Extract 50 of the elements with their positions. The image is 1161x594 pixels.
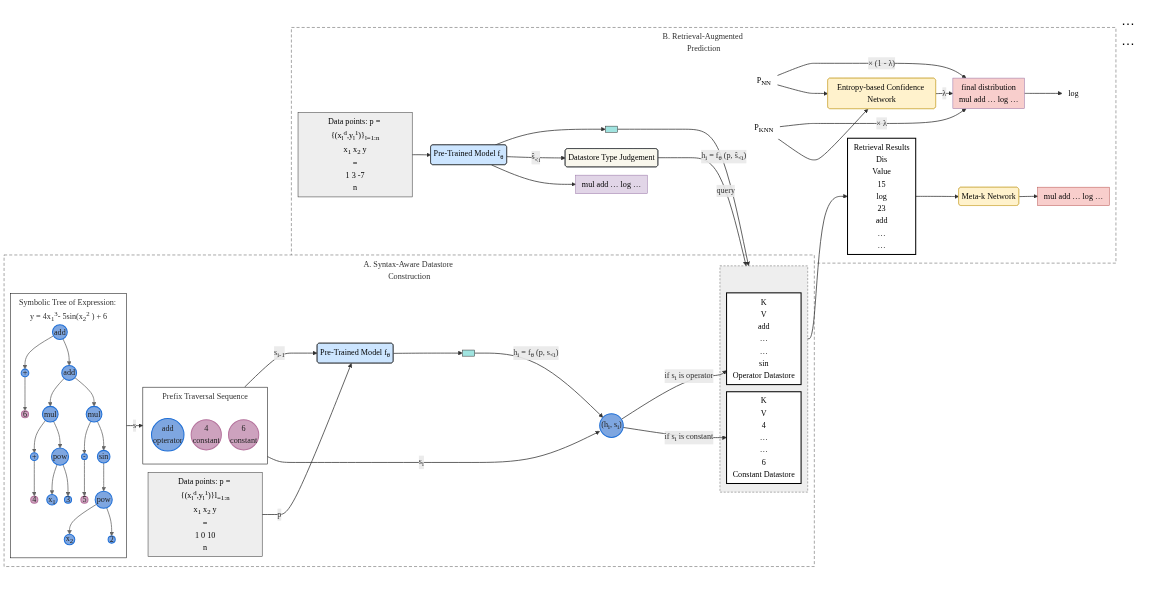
edge-label: h$_{i}$ = f$_{θ}$ (p, s$_{<i}$) xyxy=(513,347,559,359)
node-circle: sin xyxy=(96,449,111,464)
node-circle: 5 xyxy=(80,495,89,504)
node-text: P$_{KNN}$ xyxy=(754,123,774,134)
edge-label: × λ xyxy=(876,118,887,128)
edge-label: h$_{i}$ = f$_{θ}$ (p, ŝ$_{<i}$) xyxy=(701,151,747,163)
node-box xyxy=(605,125,618,133)
node-circle: 3 xyxy=(63,495,73,504)
node-circle: + xyxy=(20,368,30,378)
edge-label: λ xyxy=(942,88,947,98)
node-box: Data points: p = {(x$_{l}$$^{d}$,y$_{l}$$^{1}$)}l$_{=1:n}$ x$_{1}$ x$_{2}$ y = 1 0 10 n xyxy=(147,472,263,557)
node-circle: add xyxy=(51,324,68,341)
node-circle: 6 xyxy=(20,410,30,419)
edge-label: query xyxy=(716,186,736,195)
edge-label: s$_{i}$ xyxy=(418,457,424,468)
node-box: K V 4 … … 6 Constant Datastore xyxy=(726,391,802,484)
edge-label: if s$_{i}$ is operator xyxy=(664,370,714,382)
ellipsis-text: … xyxy=(1121,32,1136,48)
node-circle: x$_{2}$ xyxy=(63,533,76,546)
ellipsis-text: … xyxy=(1121,12,1136,28)
node-circle: 4 constant xyxy=(190,419,222,451)
edge-label: s xyxy=(133,421,137,430)
node-text: P$_{NN}$ xyxy=(756,75,771,87)
node-circle: (h$_{i}$, s$_{i}$) xyxy=(599,413,624,438)
node-circle: 4 xyxy=(30,495,39,504)
node-box: K V add … … sin Operator Datastore xyxy=(726,292,802,386)
node-box: Retrieval Results Dis Value 15 log 23 add … … xyxy=(847,137,917,255)
edge-label: s$_{i-1}$ xyxy=(274,347,285,359)
node-circle: 6 constant xyxy=(228,419,260,451)
node-circle: pow xyxy=(50,447,70,466)
node-box xyxy=(462,349,475,357)
node-circle: mul xyxy=(41,405,59,423)
edge-label: ŝ$_{<i}$ xyxy=(531,152,541,164)
node-circle: + xyxy=(29,452,39,461)
node-circle: x$_{1}$ xyxy=(46,494,58,506)
node-circle: add xyxy=(61,365,78,381)
node-circle: 2 xyxy=(107,535,116,544)
edge-label: × (1 - λ) xyxy=(868,58,896,68)
edge-label: if s$_{i}$ is constant xyxy=(664,432,714,444)
node-box: mul add … log … xyxy=(575,174,648,194)
node-circle: mul xyxy=(85,405,103,423)
node-box: final distribution mul add … log … xyxy=(952,77,1025,109)
node-box: mul add … log … xyxy=(1037,186,1110,206)
node-circle: add opterator xyxy=(151,418,185,452)
node-box: Data points: p = {(x$_{l}$$^{d}$,y$_{l}$$^{1}$)}$_{l=1:n}$ x$_{1}$ x$_{2}$ y = 1 3 -7 n xyxy=(297,112,413,198)
node-circle: pow xyxy=(94,490,113,509)
node-circle: - xyxy=(81,453,88,461)
cluster xyxy=(719,265,808,493)
node-text: log xyxy=(1068,88,1079,98)
edge-label: p xyxy=(277,509,282,519)
